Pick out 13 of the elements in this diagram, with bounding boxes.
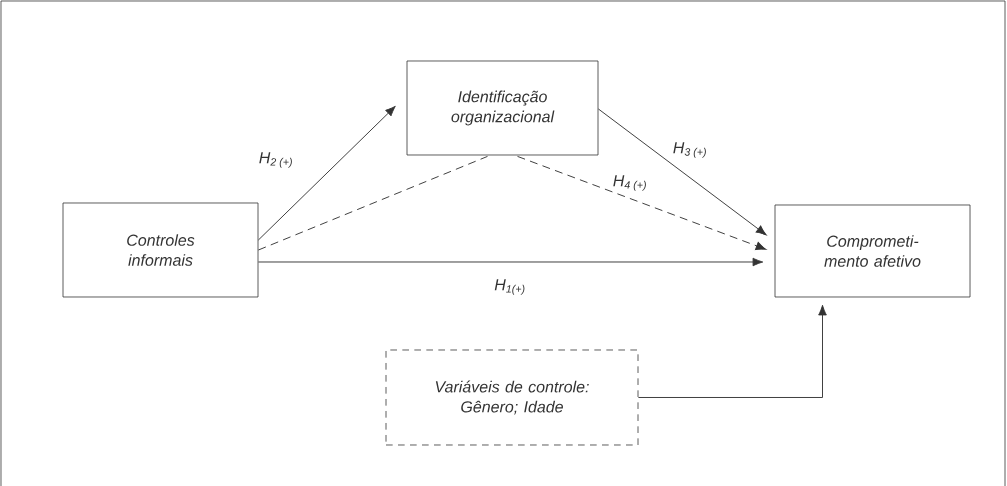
construct-box: Controles informais (62, 202, 259, 298)
edge-label: H$_{2 (+)}$ (259, 152, 292, 168)
arrow (517, 155, 767, 250)
arrow (257, 257, 764, 267)
edge-label: H$_{4 (+)}$ (613, 175, 646, 191)
construct-box: Identificação organizacional (406, 60, 599, 156)
arrow (637, 304, 827, 398)
arrow (257, 105, 396, 241)
control-variables-box: Variáveis de controle: Gênero; Idade (385, 349, 639, 446)
edge-label: H$_{3 (+)}$ (673, 142, 706, 158)
construct-box: Comprometi- mento afetivo (774, 204, 971, 298)
arrow (597, 108, 767, 236)
edge-label: H$_{1(+)}$ (494, 279, 525, 295)
